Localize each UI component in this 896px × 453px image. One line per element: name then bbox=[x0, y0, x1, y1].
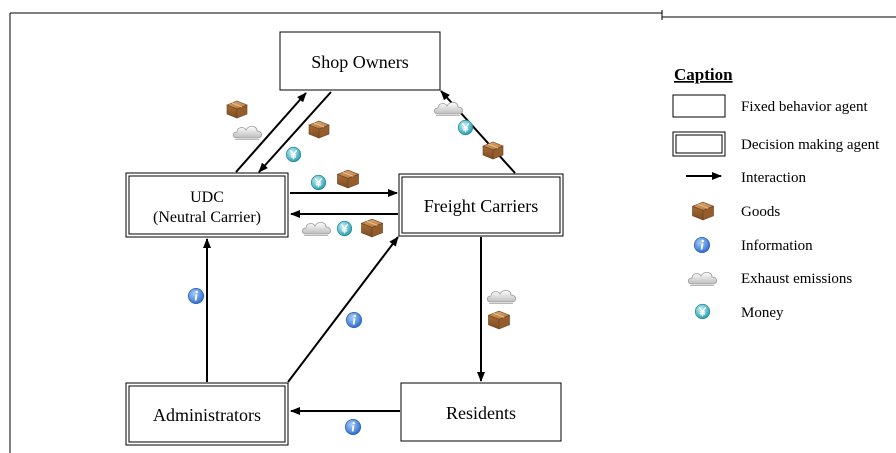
arrow-shop-owners-to-udc bbox=[258, 91, 332, 173]
exhaust-cloud-icon bbox=[687, 271, 718, 286]
node-administrators: Administrators bbox=[125, 382, 289, 446]
information-icon bbox=[187, 287, 205, 305]
goods-icon bbox=[691, 201, 715, 221]
information-icon bbox=[344, 418, 362, 436]
legend-label: Money bbox=[741, 305, 784, 321]
node-label: (Neutral Carrier) bbox=[153, 209, 261, 226]
money-icon bbox=[285, 146, 302, 163]
money-icon bbox=[694, 303, 711, 320]
goods-icon bbox=[336, 169, 360, 189]
goods-icon bbox=[308, 120, 330, 139]
goods-icon bbox=[487, 310, 511, 330]
money-icon bbox=[336, 220, 353, 237]
information-icon bbox=[693, 236, 711, 254]
legend-title: Caption bbox=[674, 65, 733, 84]
legend-label: Interaction bbox=[741, 170, 806, 186]
decision-making-agent-box bbox=[672, 131, 726, 157]
node-shop-owners: Shop Owners bbox=[279, 31, 441, 91]
node-residents: Residents bbox=[400, 382, 562, 442]
legend-label: Exhaust emissions bbox=[741, 271, 852, 287]
goods-icon bbox=[226, 100, 248, 119]
legend: Caption Fixed behavior agent Decision ma… bbox=[672, 65, 880, 321]
node-label: Residents bbox=[446, 403, 516, 423]
legend-label: Decision making agent bbox=[741, 137, 880, 153]
exhaust-cloud-icon bbox=[433, 101, 464, 116]
node-label: Administrators bbox=[153, 405, 261, 425]
legend-label: Fixed behavior agent bbox=[741, 99, 868, 115]
arrow-administrators-to-freight bbox=[287, 236, 399, 383]
node-freight-carriers: Freight Carriers bbox=[398, 173, 564, 237]
legend-label: Goods bbox=[741, 204, 780, 220]
arrow-udc-to-shop-owners bbox=[235, 92, 307, 173]
information-icon bbox=[345, 311, 363, 329]
money-icon bbox=[310, 174, 327, 191]
node-label: UDC bbox=[190, 189, 224, 206]
node-label: Freight Carriers bbox=[424, 196, 538, 216]
exhaust-cloud-icon bbox=[486, 289, 517, 304]
goods-icon bbox=[482, 141, 504, 160]
node-udc: UDC (Neutral Carrier) bbox=[125, 172, 289, 238]
exhaust-cloud-icon bbox=[232, 125, 263, 140]
money-icon bbox=[457, 119, 474, 136]
exhaust-cloud-icon bbox=[301, 221, 332, 236]
fixed-behavior-agent-box bbox=[672, 94, 726, 118]
node-label: Shop Owners bbox=[311, 52, 409, 72]
legend-label: Information bbox=[741, 238, 813, 254]
goods-icon bbox=[360, 218, 384, 238]
